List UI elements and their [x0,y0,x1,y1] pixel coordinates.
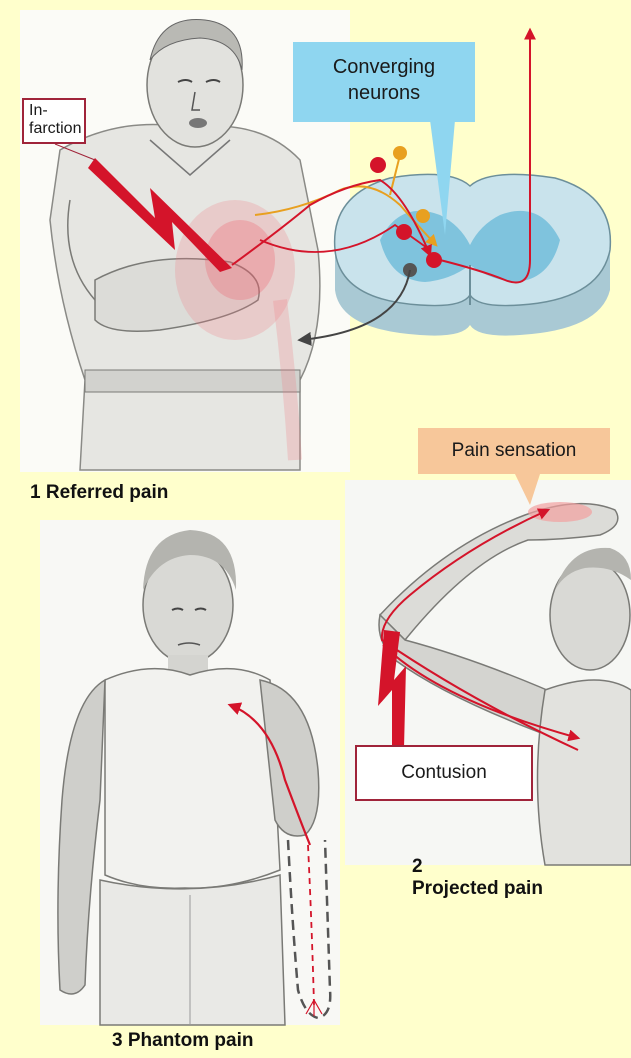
neuron-dot-icon [416,209,430,223]
converging-neurons-label: Converging neurons [293,42,475,122]
neuron-dot-icon [396,224,412,240]
caption-referred-pain: 1 Referred pain [30,482,168,504]
figure-phantom-pain-man [40,520,340,1025]
infarction-label: In- farction [22,98,86,144]
neuron-dot-icon [370,157,386,173]
infarction-label-line1: In- [29,102,84,120]
caption-projected-number: 2 [412,856,543,878]
infarction-label-line2: farction [29,120,84,138]
caption-projected-text: Projected pain [412,878,543,900]
caption-projected-pain: 2 Projected pain [412,856,543,900]
spinal-cord-section [335,174,611,335]
caption-phantom-pain: 3 Phantom pain [112,1030,253,1052]
converging-neurons-line2: neurons [293,80,475,106]
neuron-dot-icon [393,146,407,160]
converging-neurons-line1: Converging [293,54,475,80]
neuron-dot-icon [426,252,442,268]
contusion-label: Contusion [355,745,533,801]
pain-sensation-label: Pain sensation [418,428,610,474]
